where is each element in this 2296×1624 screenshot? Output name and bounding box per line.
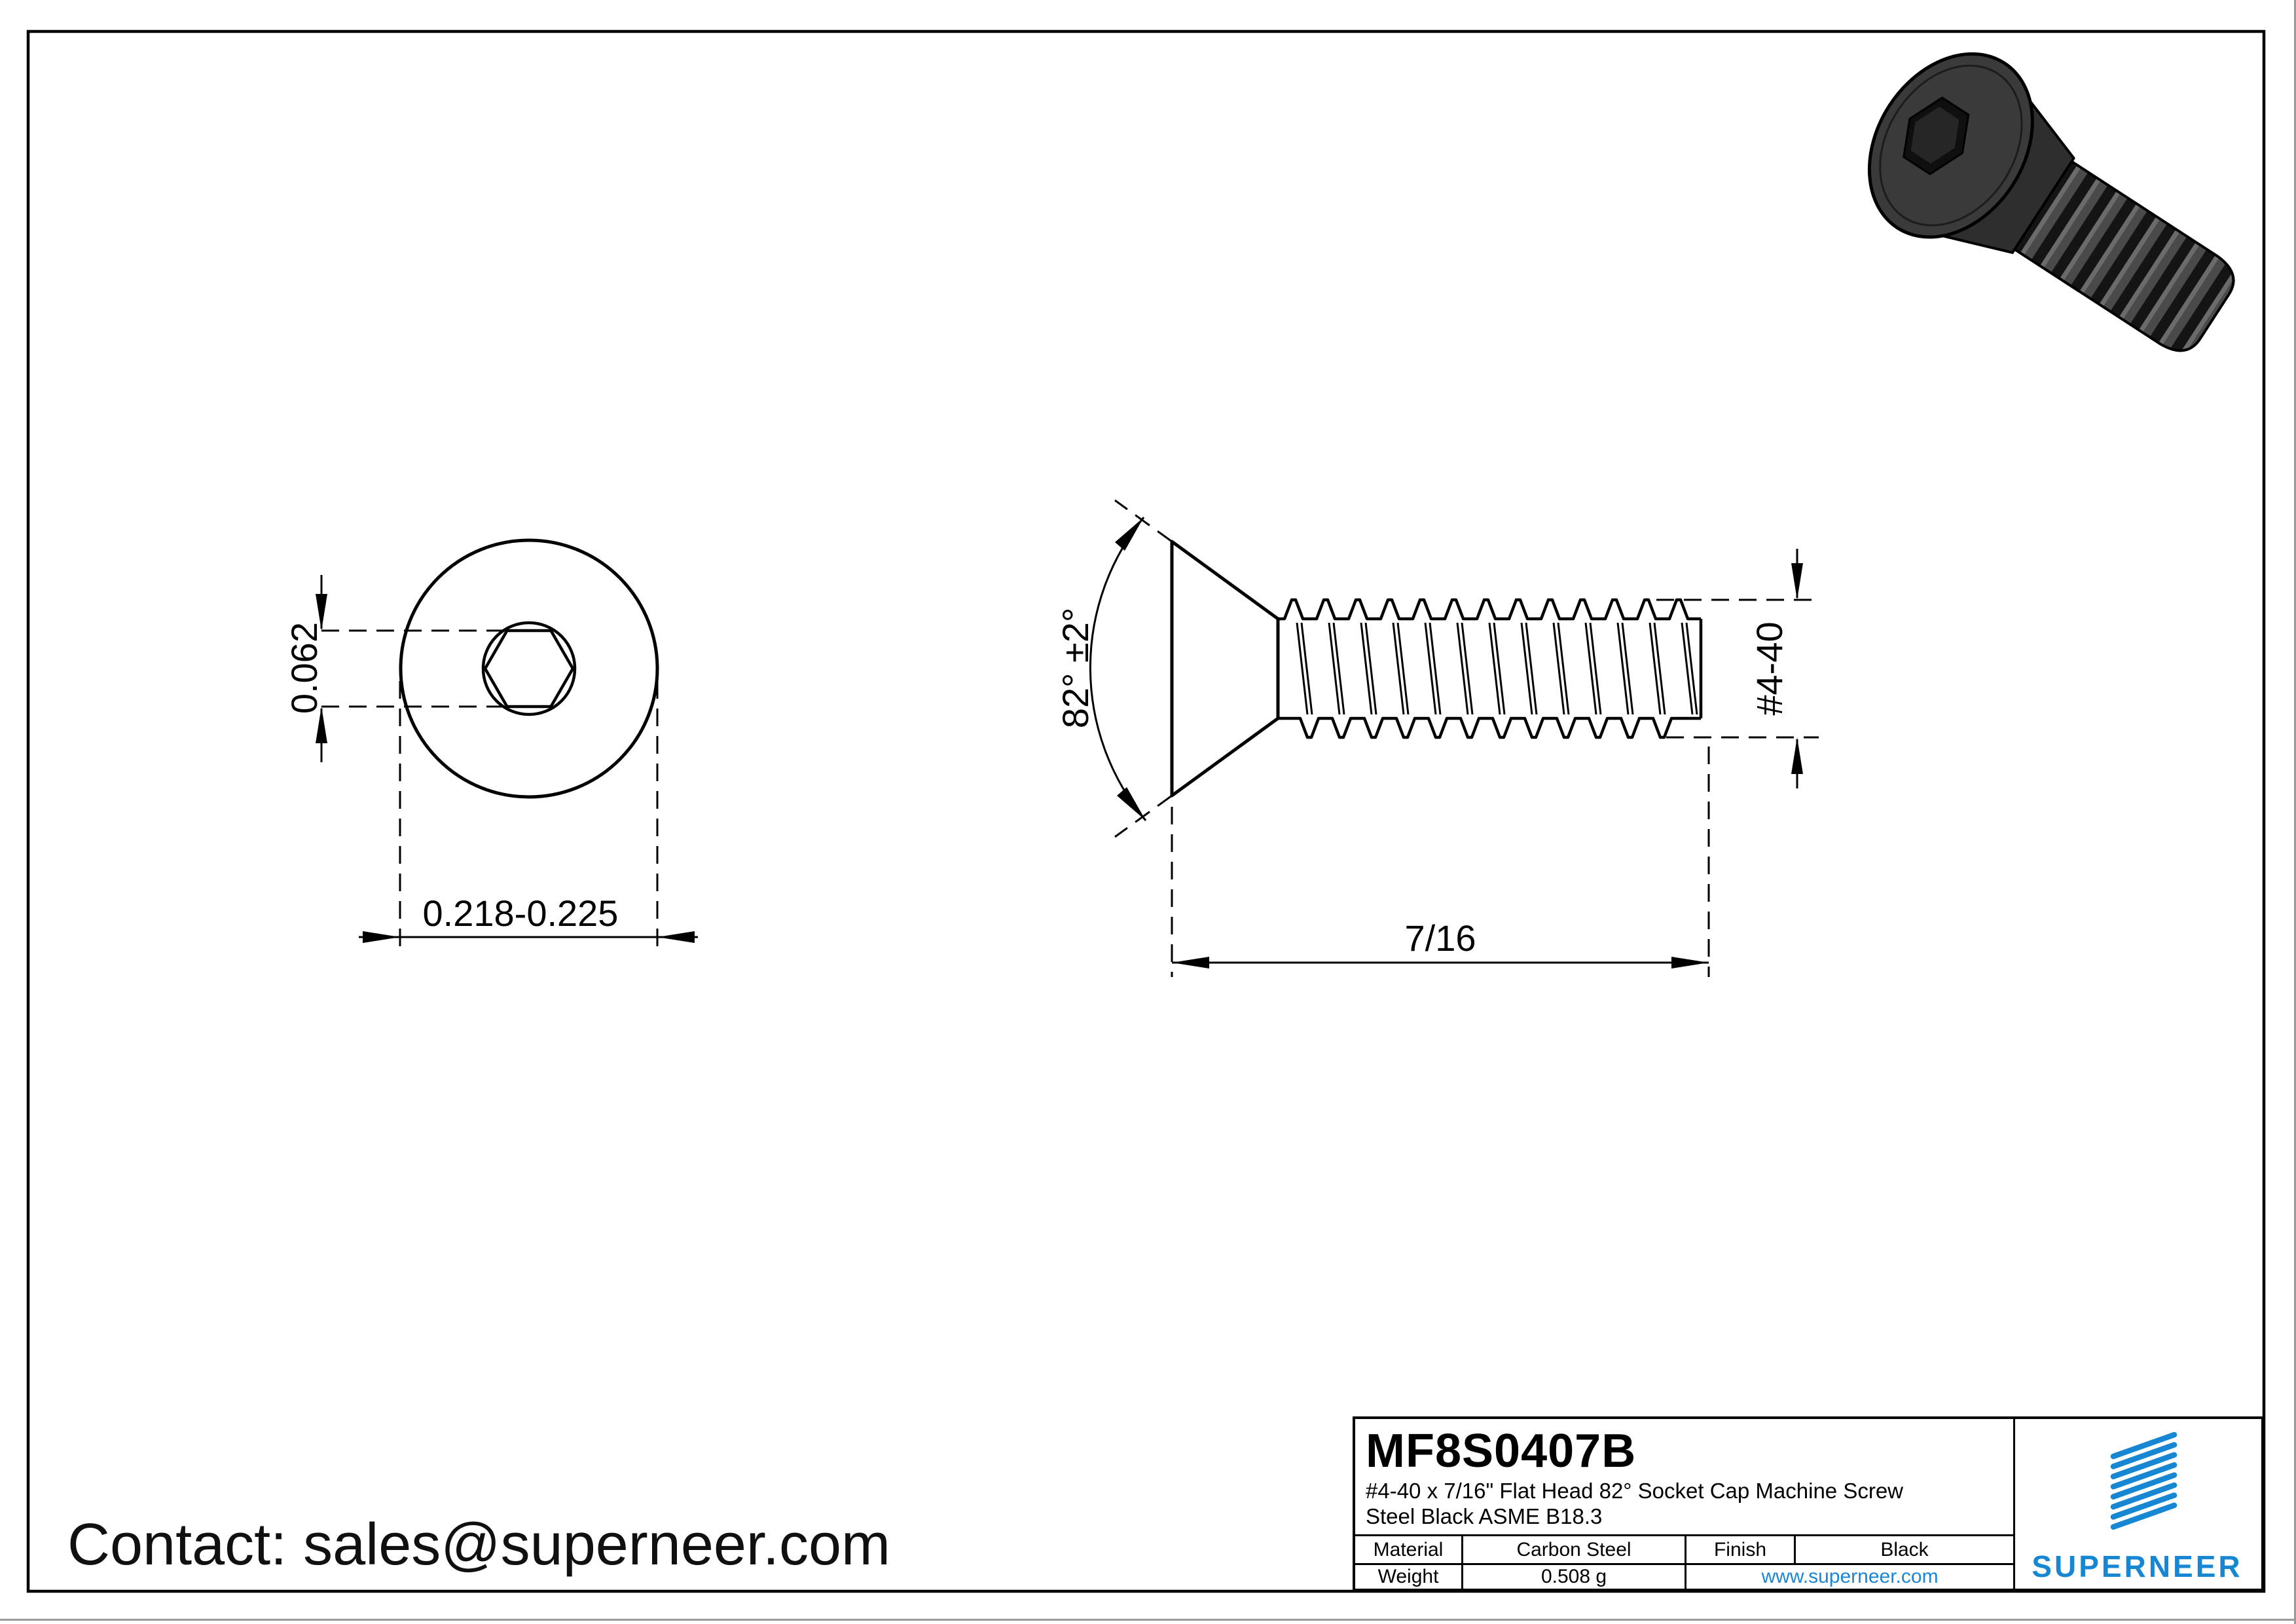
brand-area: SUPERNEER [2013, 1419, 2261, 1589]
weight-label: Weight [1355, 1563, 1461, 1589]
sheet-border [26, 29, 2266, 1593]
arrowhead [1172, 957, 1209, 969]
screw-3d-head-rim [1879, 64, 2023, 227]
arrowhead [1791, 563, 1803, 600]
part-description: #4-40 x 7/16" Flat Head 82° Socket Cap M… [1366, 1478, 1903, 1529]
dim-head-angle: 82° ±2° [1055, 608, 1096, 729]
page-edge-bottom [0, 1619, 2296, 1621]
dim-thread-size: #4-40 [1749, 621, 1790, 715]
socket-circle [481, 621, 577, 716]
angle-arc [1089, 517, 1147, 821]
dim-head-diameter: 0.218-0.225 [423, 893, 619, 934]
arrowhead [316, 594, 327, 631]
head-outline-circle [399, 538, 659, 799]
countersunk-head-profile [1170, 540, 1280, 798]
dim-length: 7/16 [1405, 917, 1476, 959]
arrowhead [316, 707, 327, 743]
screw-3d-shank [1996, 149, 2235, 352]
logo-cell [2013, 1419, 2261, 1589]
screw-3d-hex-inner [1910, 107, 1959, 164]
finish-label: Finish [1685, 1534, 1794, 1563]
brand-name: SUPERNEER [2032, 1549, 2243, 1583]
arrowhead [657, 931, 695, 943]
hex-socket [483, 629, 575, 709]
part-number: MF8S0407B [1366, 1425, 1637, 1477]
title-block-description-area: MF8S0407B #4-40 x 7/16" Flat Head 82° So… [1355, 1419, 2013, 1534]
arrowhead [1115, 517, 1144, 551]
contact-line: Contact: sales@superneer.com [67, 1512, 890, 1578]
page-edge-right [2294, 0, 2296, 1624]
material-label: Material [1355, 1534, 1461, 1563]
part-description-line2: Steel Black ASME B18.3 [1366, 1504, 1603, 1528]
angle-extension [1114, 499, 1173, 543]
arrowhead [1671, 957, 1709, 969]
arrowhead [1117, 787, 1146, 821]
arrowhead [363, 931, 400, 943]
thread-profile [1278, 598, 1701, 739]
weight-value: 0.508 g [1461, 1563, 1685, 1589]
arrowhead [1791, 737, 1803, 774]
head-top-view: 0.062 0.218-0.225 [283, 538, 698, 951]
title-block: MF8S0407B #4-40 x 7/16" Flat Head 82° So… [1353, 1416, 2264, 1591]
dim-socket-size: 0.062 [283, 622, 325, 714]
screw-side-view: 82° ±2° #4-40 7/16 [1055, 499, 1819, 977]
website-cell: www.superneer.com [1685, 1563, 2013, 1589]
part-description-line1: #4-40 x 7/16" Flat Head 82° Socket Cap M… [1366, 1479, 1904, 1503]
finish-value: Black [1794, 1534, 2013, 1563]
brand-logo-icon [2110, 1431, 2178, 1530]
material-value: Carbon Steel [1461, 1534, 1685, 1563]
website-link[interactable]: www.superneer.com [1761, 1566, 1939, 1587]
screw-3d-render [1867, 52, 2235, 352]
